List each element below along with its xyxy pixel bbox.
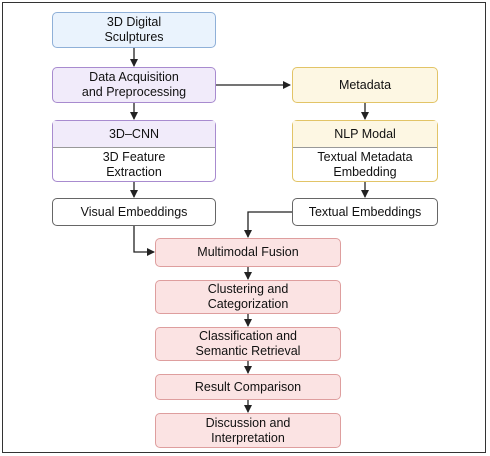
node-nlp-modal-title: NLP Modal [293,121,437,148]
node-classification: Classification and Semantic Retrieval [155,327,341,361]
arrow-visual-to-fusion [133,226,155,256]
node-textual-embeddings: Textual Embeddings [292,198,438,226]
node-metadata: Metadata [292,67,438,103]
node-3d-cnn: 3D–CNN 3D Feature Extraction [52,120,216,182]
node-textual-metadata-embedding: Textual Metadata Embedding [293,148,437,181]
arrow-textual-to-fusion [244,211,293,238]
figure-frame [2,2,486,453]
node-nlp-modal: NLP Modal Textual Metadata Embedding [292,120,438,182]
node-discussion: Discussion and Interpretation [155,413,341,448]
node-data-acquisition: Data Acquisition and Preprocessing [52,67,216,103]
node-3d-feature-extraction: 3D Feature Extraction [53,148,215,181]
node-visual-embeddings: Visual Embeddings [52,198,216,226]
node-clustering: Clustering and Categorization [155,280,341,314]
node-multimodal-fusion: Multimodal Fusion [155,238,341,267]
node-3d-digital-sculptures: 3D Digital Sculptures [52,12,216,48]
node-3d-cnn-title: 3D–CNN [53,121,215,148]
node-result-comparison: Result Comparison [155,374,341,400]
